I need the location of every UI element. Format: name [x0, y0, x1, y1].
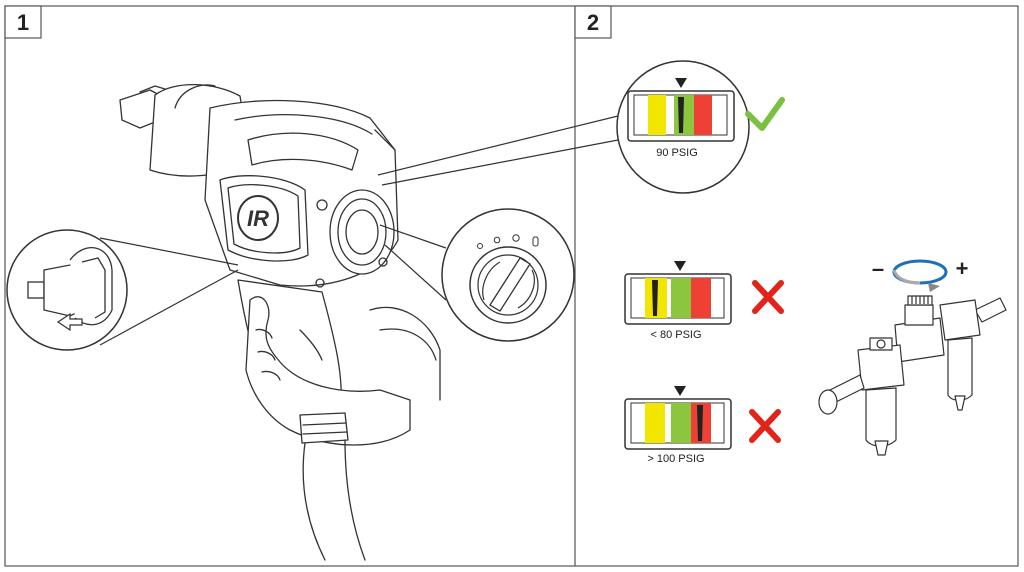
cross-icon	[749, 409, 781, 443]
callout-line	[381, 139, 619, 186]
increase-label: +	[956, 256, 969, 281]
gauge-label: 90 PSIG	[656, 147, 698, 159]
gauge-label: < 80 PSIG	[650, 329, 701, 341]
gauge-pointer-icon	[674, 386, 686, 396]
callout-line	[379, 224, 447, 249]
panel-2-number: 2	[587, 10, 599, 35]
panel-1-number: 1	[17, 10, 29, 35]
push-arrow-icon	[56, 312, 83, 332]
gauge-90-psig: 90 PSIG	[627, 78, 735, 159]
outer-border	[4, 5, 1019, 567]
gauge-above-100-psig: > 100 PSIG	[624, 386, 732, 465]
gauge-pointer-icon	[675, 78, 687, 88]
ingersoll-rand-logo: IR	[237, 195, 279, 241]
gauge-below-80-psig: < 80 PSIG	[624, 261, 732, 341]
callout-line	[384, 244, 447, 301]
cross-icon	[752, 280, 784, 314]
callout-line	[377, 114, 623, 176]
gauge-label: > 100 PSIG	[647, 453, 704, 465]
filter-regulator-lubricator	[818, 295, 1007, 456]
rotate-arrow-icon	[892, 259, 948, 292]
impact-wrench-illustration	[119, 83, 441, 561]
power-regulator-dial-inset	[441, 208, 575, 342]
drive-inset	[6, 229, 239, 351]
svg-text:IR: IR	[247, 206, 269, 231]
check-icon	[745, 97, 785, 131]
panel-1-number-box: 1	[4, 5, 42, 39]
decrease-label: –	[872, 256, 884, 281]
regulator-adjust: – +	[872, 256, 969, 292]
gauge-pointer-icon	[674, 261, 686, 271]
panel-2-number-box: 2	[574, 5, 612, 39]
